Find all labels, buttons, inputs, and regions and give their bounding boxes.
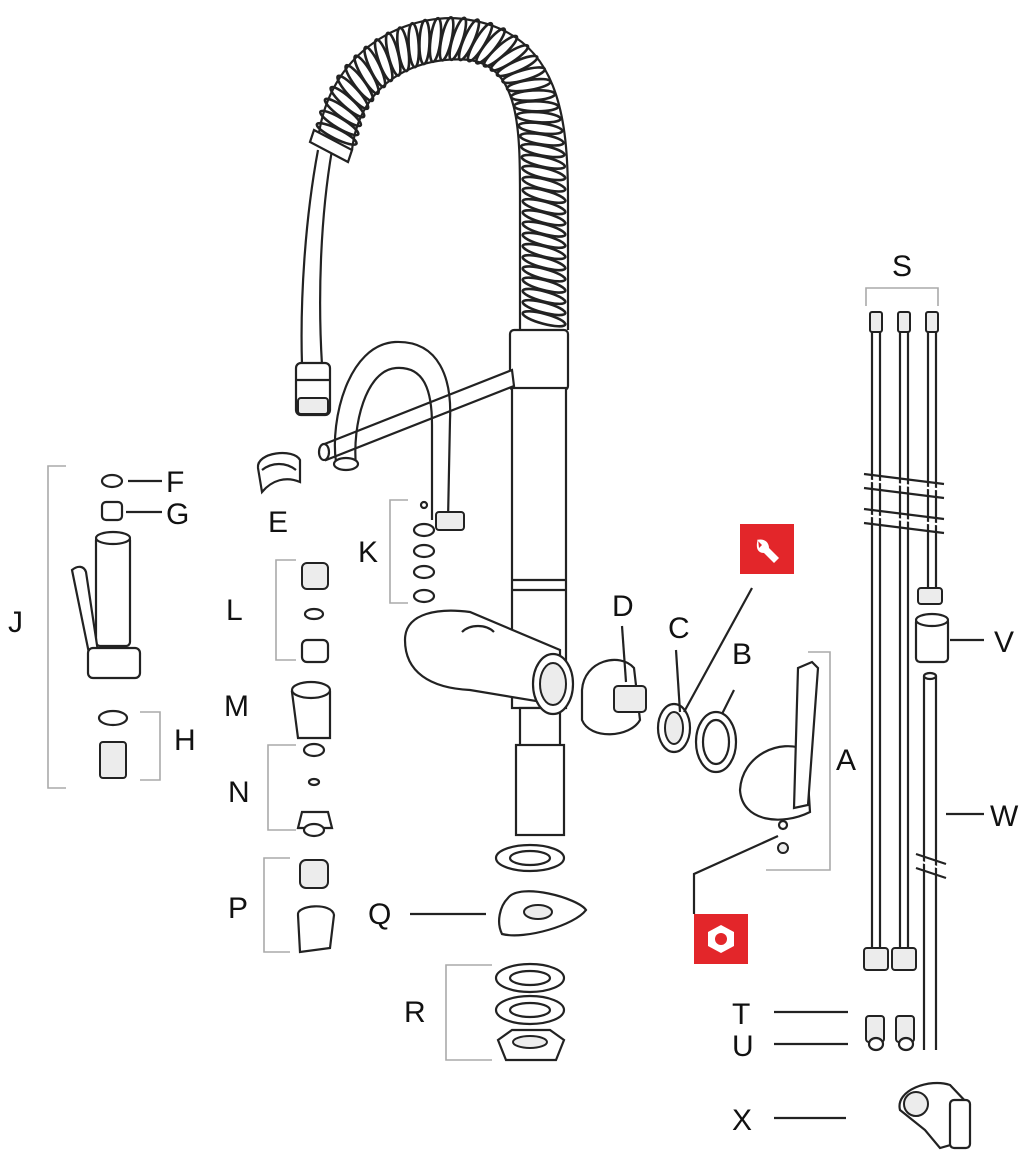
part-u-plugs bbox=[867, 1036, 915, 1052]
label-s: S bbox=[892, 250, 912, 283]
label-k: K bbox=[358, 536, 378, 569]
wrench-icon bbox=[756, 539, 779, 563]
label-v: V bbox=[994, 626, 1014, 659]
label-a: A bbox=[836, 744, 856, 777]
label-j: J bbox=[8, 606, 23, 639]
part-v-adapter bbox=[914, 612, 950, 664]
label-p: P bbox=[228, 892, 248, 925]
spout bbox=[317, 340, 516, 531]
bracket-l bbox=[275, 559, 296, 661]
hex-nut-icon bbox=[708, 925, 734, 953]
part-m-bushing bbox=[290, 680, 332, 740]
spring-coil bbox=[315, 16, 567, 328]
part-r-nuts bbox=[494, 962, 566, 1062]
leader-lines bbox=[126, 479, 984, 1120]
label-d: D bbox=[612, 590, 634, 623]
label-g: G bbox=[166, 498, 189, 531]
part-e-clip bbox=[256, 452, 302, 495]
part-q-plate bbox=[498, 890, 588, 937]
part-p-set bbox=[296, 822, 336, 954]
valve-housing bbox=[403, 609, 575, 716]
label-h: H bbox=[174, 724, 196, 757]
part-w-tube bbox=[915, 671, 947, 1050]
label-m: M bbox=[224, 690, 249, 723]
bracket-s bbox=[865, 287, 939, 306]
bracket-n bbox=[267, 744, 296, 831]
part-f-washer bbox=[100, 473, 124, 489]
label-l: L bbox=[226, 594, 243, 627]
label-e: E bbox=[268, 506, 288, 539]
bracket-r bbox=[445, 964, 492, 1061]
bracket-h bbox=[140, 711, 161, 781]
faucet-column bbox=[508, 328, 570, 837]
coil-ring bbox=[521, 310, 567, 328]
part-c-ring bbox=[656, 702, 692, 754]
label-n: N bbox=[228, 776, 250, 809]
bracket-k bbox=[389, 499, 408, 604]
label-x: X bbox=[732, 1104, 752, 1137]
wrench-badge bbox=[740, 524, 794, 574]
hex-nut-badge bbox=[694, 914, 748, 964]
bracket-a bbox=[766, 651, 831, 871]
part-labels: F G E J H L M N P K Q R D C B A S V W T … bbox=[8, 250, 1019, 1137]
part-h-seals bbox=[97, 709, 129, 779]
part-j-cartridge bbox=[70, 530, 142, 680]
label-t: T bbox=[732, 998, 750, 1031]
part-l-set bbox=[300, 562, 330, 664]
label-c: C bbox=[668, 612, 690, 645]
part-d-cartridge bbox=[580, 658, 647, 736]
part-b-ring bbox=[694, 710, 738, 774]
bracket-p bbox=[263, 857, 290, 953]
part-x-valve bbox=[898, 1081, 972, 1150]
label-w: W bbox=[990, 800, 1019, 833]
part-g-cap bbox=[100, 500, 124, 522]
coil-ring bbox=[418, 18, 431, 66]
label-b: B bbox=[732, 638, 752, 671]
label-u: U bbox=[732, 1030, 754, 1063]
bracket-j bbox=[47, 465, 66, 789]
part-k-orings bbox=[412, 500, 436, 604]
part-s-supply-hoses bbox=[863, 311, 945, 971]
coil-ring bbox=[512, 99, 560, 113]
gasket-ring bbox=[494, 843, 566, 873]
faucet-spring-hose bbox=[294, 16, 570, 417]
label-r: R bbox=[404, 996, 426, 1029]
part-a-handle bbox=[738, 660, 820, 854]
part-n-set bbox=[296, 742, 334, 830]
label-f: F bbox=[166, 466, 184, 499]
part-t-fittings bbox=[865, 1015, 915, 1043]
label-q: Q bbox=[368, 898, 391, 931]
